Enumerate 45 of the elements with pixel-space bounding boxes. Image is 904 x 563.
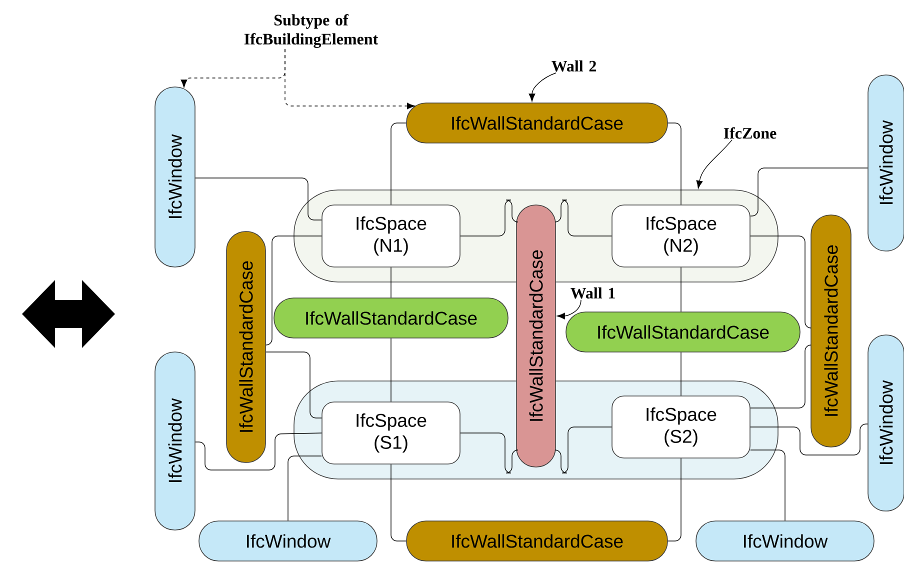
element-box: IfcWindow <box>868 74 904 252</box>
connector-line <box>288 456 322 521</box>
connector-line <box>750 236 812 328</box>
connector-line <box>460 432 518 474</box>
annotation-label: Subtype of IfcBuildingElement <box>244 14 378 48</box>
element-box: IfcWindow <box>154 352 196 530</box>
element-box: IfcWallStandardCase <box>406 102 668 144</box>
annotation-label: Wall 1 <box>570 287 615 299</box>
connector-line <box>390 122 406 205</box>
element-box: IfcWindow <box>696 520 874 562</box>
connector-line <box>390 267 392 298</box>
connector-line <box>195 178 322 220</box>
connector-line <box>680 267 682 312</box>
space-box: IfcSpace (N2) <box>612 204 750 268</box>
connector-line <box>390 338 392 402</box>
connector-line <box>668 122 682 205</box>
element-box: IfcWindow <box>868 334 904 512</box>
connector-line <box>750 168 868 216</box>
annotation-label: IfcZone <box>724 127 776 139</box>
dashed-arrow <box>284 48 415 110</box>
connector-line <box>750 450 786 521</box>
element-box: IfcWindow <box>154 86 196 268</box>
space-box: IfcSpace (S1) <box>322 402 460 464</box>
connector-line <box>554 200 612 236</box>
connector-line <box>266 352 322 418</box>
connector-line <box>390 464 406 542</box>
arrow <box>696 140 732 189</box>
connector-line <box>460 200 518 236</box>
connector-line <box>680 352 682 396</box>
element-box: IfcWallStandardCase <box>566 312 800 352</box>
connector-line <box>750 344 812 408</box>
element-box: IfcWallStandardCase <box>274 298 508 338</box>
element-box: IfcWindow <box>198 520 378 562</box>
arrow <box>556 300 582 320</box>
arrow <box>528 72 556 102</box>
connector-line <box>266 236 322 346</box>
connector-line <box>668 458 682 542</box>
element-box: IfcWallStandardCase <box>226 231 266 463</box>
space-box: IfcSpace (N1) <box>322 204 460 268</box>
element-box: IfcWallStandardCase <box>516 204 556 468</box>
element-box: IfcWallStandardCase <box>810 214 852 448</box>
annotation-label: Wall 2 <box>552 60 596 72</box>
space-box: IfcSpace (S2) <box>612 396 750 458</box>
connector-line <box>554 426 612 474</box>
element-box: IfcWallStandardCase <box>406 520 668 562</box>
